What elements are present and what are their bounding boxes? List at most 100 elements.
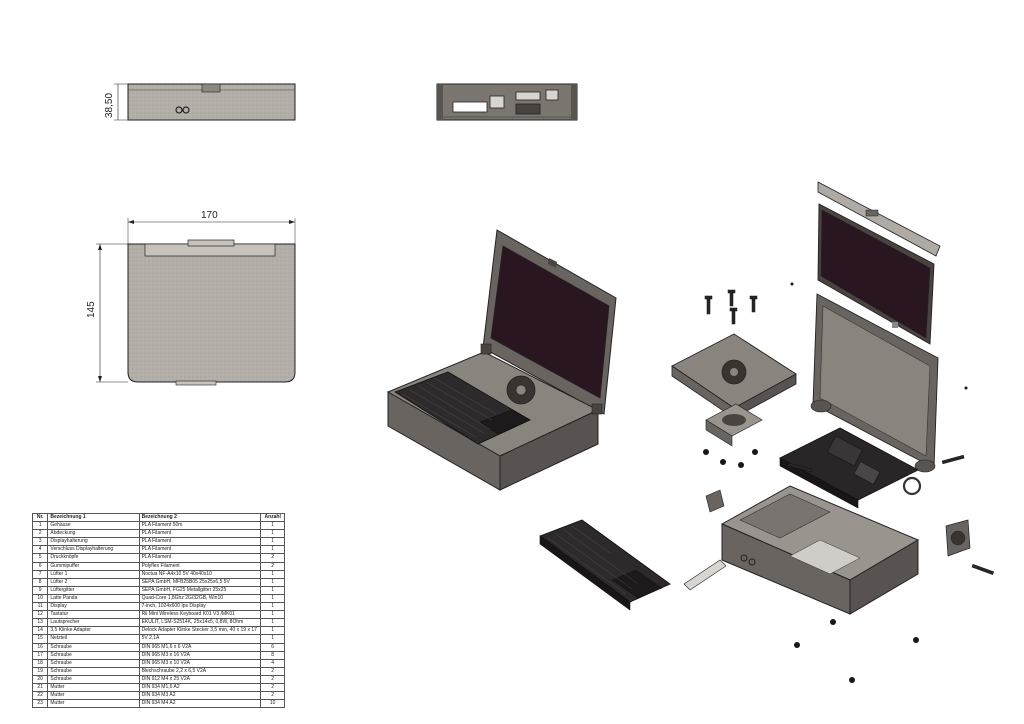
bom-cell-bez1: Mutter — [47, 691, 140, 701]
bom-cell-bez1: Schraube — [47, 658, 140, 668]
bom-header-bez2: Bezeichnung 2 — [138, 512, 262, 523]
bom-cell-nr: 21 — [31, 682, 49, 693]
bom-cell-bez2: Rii Mini Wireless Keyboard K01 V3 /MK01 — [138, 610, 262, 620]
bom-cell-bez2: DIN 965 M3 x 10 V2A — [138, 658, 262, 668]
bom-cell-anzahl: 1 — [260, 577, 285, 587]
bom-cell-anzahl: 10 — [260, 699, 285, 709]
bom-cell-bez1: Schraube — [47, 650, 140, 660]
bom-cell-bez1: Display — [47, 602, 140, 612]
bom-cell-nr: 11 — [31, 602, 49, 612]
bom-cell-bez1: Schraube — [47, 642, 140, 652]
bom-cell-bez1: Tastatur — [47, 610, 140, 620]
bom-cell-anzahl: 8 — [260, 650, 285, 660]
bom-cell-anzahl: 1 — [260, 529, 285, 539]
bom-cell-bez1: Lüftergitter — [47, 585, 140, 595]
bom-cell-bez2: Quad-Core 1,8Ghz 2G/32GB, Win10 — [138, 593, 262, 604]
side-view — [114, 83, 296, 121]
bom-cell-nr: 3 — [31, 537, 49, 547]
bom-cell-bez2: DIN 934 M4 A2 — [138, 699, 262, 709]
bom-cell-bez2: PLA Filament — [138, 537, 262, 547]
bom-cell-bez2: 7-inch, 1024x600 Ips Display — [138, 602, 262, 612]
bom-cell-nr: 2 — [31, 529, 49, 539]
button-circle-icon — [175, 106, 183, 114]
bom-cell-bez2: Noctua NF-A4x10 5V 40x40x10 — [138, 569, 262, 579]
bom-cell-anzahl: 2 — [260, 691, 285, 701]
bom-cell-bez1: Schraube — [47, 674, 140, 684]
bom-cell-anzahl: 1 — [260, 634, 285, 644]
dimension-height: 38,50 — [104, 92, 115, 118]
bom-cell-nr: 16 — [31, 642, 49, 652]
top-view — [96, 218, 296, 386]
screws — [704, 289, 994, 575]
bom-cell-nr: 19 — [31, 666, 49, 676]
bom-cell-bez2: PLA Filament — [138, 529, 262, 539]
bom-cell-bez1: Displayhalterung — [47, 537, 140, 547]
bom-cell-bez2: Delock Adapter Klinke Stecker 3,5 mm, 40… — [138, 626, 262, 636]
bom-cell-bez1: Lüfter 1 — [47, 569, 140, 579]
bom-cell-nr: 20 — [31, 674, 49, 684]
bom-cell-nr: 22 — [31, 691, 49, 701]
bom-cell-bez1: Latte Panda — [47, 593, 140, 604]
bom-cell-anzahl: 1 — [260, 618, 285, 628]
bom-cell-bez2: DIN 934 M1,6 A2 — [138, 682, 262, 693]
bom-cell-bez1: Gummipuffer — [47, 561, 140, 571]
bom-header-anzahl: Anzahl — [260, 512, 285, 523]
bom-cell-bez2: SEPA GmbH, FG25 Metallgitter 25x25 — [138, 585, 262, 595]
bom-cell-bez1: Mutter — [47, 682, 140, 693]
bom-cell-bez2: DIN 965 M3 x 16 V2A — [138, 650, 262, 660]
assembled-laptop — [386, 229, 617, 491]
bom-cell-bez2: DIN 965 M1,6 x 6 V2A — [138, 642, 262, 652]
bom-cell-anzahl: 1 — [260, 610, 285, 620]
bom-cell-nr: 14 — [31, 626, 49, 636]
bom-cell-bez1: Druckknöpfe — [47, 553, 140, 563]
bom-cell-anzahl: 2 — [260, 666, 285, 676]
bom-cell-bez2: PLA Filament 50m — [138, 521, 262, 531]
bom-header-nr: Nr. — [31, 512, 49, 523]
bom-cell-nr: 8 — [31, 577, 49, 587]
bom-cell-nr: 4 — [31, 545, 49, 555]
bom-cell-bez1: Netzteil — [47, 634, 140, 644]
display-screen — [490, 245, 610, 399]
bom-cell-bez1: Gehäuse — [47, 521, 140, 531]
bom-cell-anzahl: 4 — [260, 658, 285, 668]
back-view — [436, 83, 578, 121]
bom-cell-anzahl: 1 — [260, 537, 285, 547]
bom-cell-bez2: SEPA GmbH, MFB25B05 25x25x6,5 5V — [138, 577, 262, 587]
bom-cell-bez2: DIN 934 M3 A2 — [138, 691, 262, 701]
bom-cell-nr: 18 — [31, 658, 49, 668]
bom-cell-anzahl: 2 — [260, 561, 285, 571]
bom-cell-bez2: Polyflex Filament — [138, 561, 262, 571]
bom-cell-anzahl: 2 — [260, 682, 285, 693]
bom-cell-bez1: Mutter — [47, 699, 140, 709]
bom-cell-nr: 23 — [31, 699, 49, 709]
bom-header-row: Nr. Bezeichnung 1 Bezeichnung 2 Anzahl — [31, 512, 285, 523]
dimension-depth: 145 — [86, 301, 97, 318]
bom-cell-nr: 10 — [31, 593, 49, 604]
bom-cell-anzahl: 1 — [260, 569, 285, 579]
bom-cell-bez1: Abdeckung — [47, 529, 140, 539]
bom-cell-anzahl: 1 — [260, 585, 285, 595]
bill-of-materials: Nr. Bezeichnung 1 Bezeichnung 2 Anzahl 1… — [31, 512, 285, 709]
nuts — [703, 282, 968, 683]
bom-cell-bez2: PLA Filament — [138, 545, 262, 555]
bom-cell-anzahl: 1 — [260, 593, 285, 604]
